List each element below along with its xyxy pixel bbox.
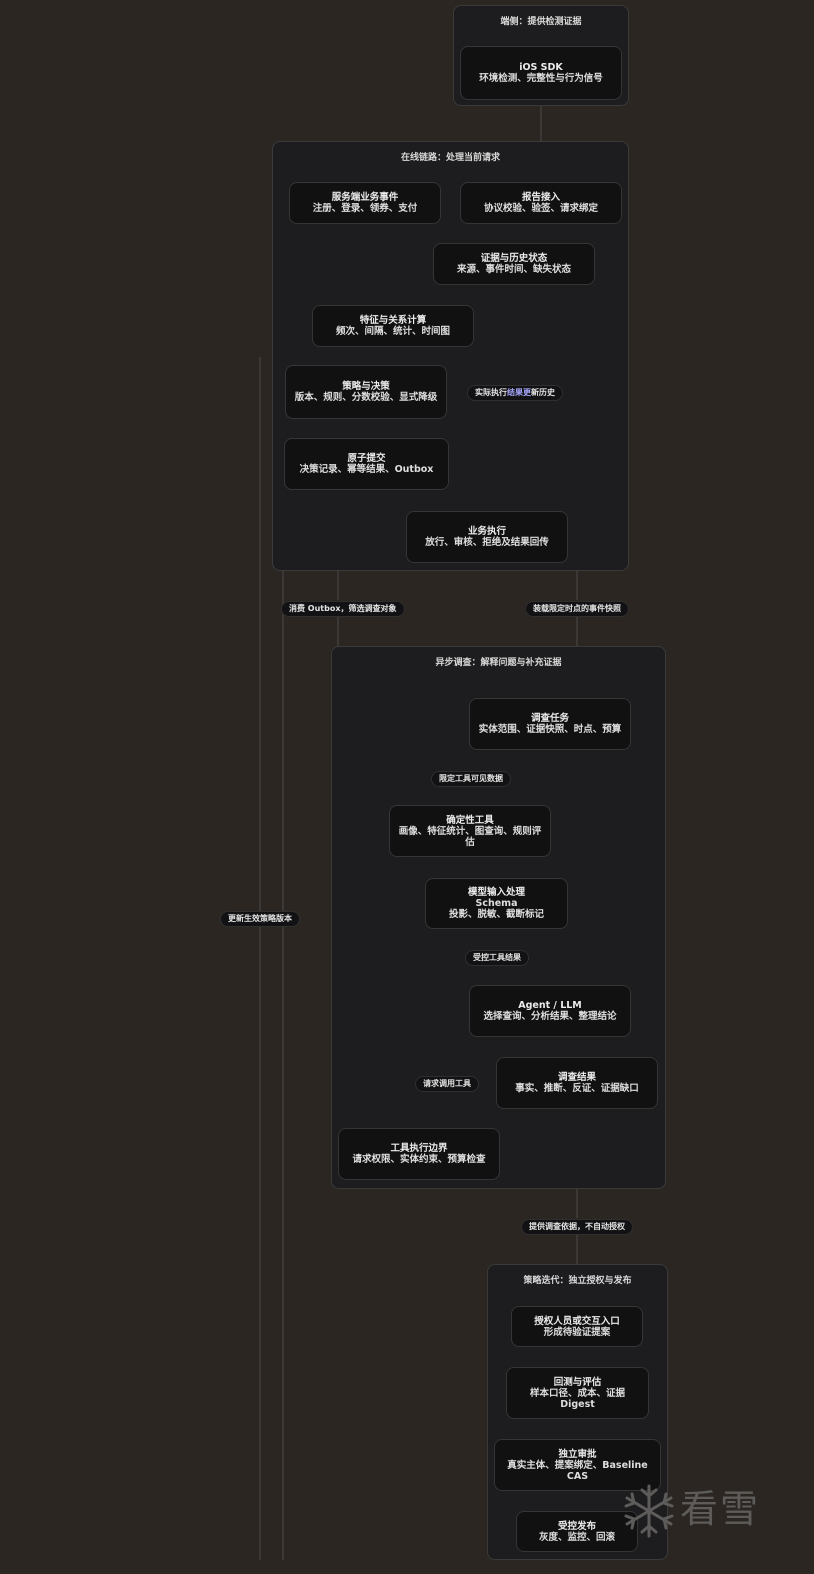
- node-det-tools[interactable]: 确定性工具画像、特征统计、图查询、规则评估: [389, 805, 551, 857]
- node-release[interactable]: 受控发布灰度、监控、回滚: [516, 1511, 638, 1552]
- label-limited-tools: 限定工具可见数据: [431, 771, 511, 787]
- node-report-title: 报告接入: [521, 192, 560, 203]
- node-evidence[interactable]: 证据与历史状态来源、事件时间、缺失状态: [433, 243, 595, 285]
- node-ios-sdk-title: iOS SDK: [519, 62, 563, 73]
- node-tool-boundary[interactable]: 工具执行边界请求权限、实体约束、预算检查: [338, 1128, 500, 1180]
- node-report-sub: 协议校验、验签、请求绑定: [483, 203, 598, 214]
- node-strategy[interactable]: 策略与决策版本、规则、分数校验、显式降级: [285, 365, 447, 419]
- node-det-tools-title: 确定性工具: [446, 814, 494, 826]
- node-authorizer-title: 授权人员或交互入口: [534, 1315, 620, 1327]
- watermark: 看雪: [620, 1480, 790, 1540]
- node-release-sub: 灰度、监控、回滚: [538, 1531, 615, 1543]
- node-result-sub: 事实、推断、反证、证据缺口: [515, 1083, 639, 1094]
- node-authorizer[interactable]: 授权人员或交互入口形成待验证提案: [511, 1306, 643, 1347]
- node-result-title: 调查结果: [557, 1072, 596, 1083]
- label-controlled-result: 受控工具结果: [465, 950, 529, 966]
- node-review[interactable]: 独立审批真实主体、提案绑定、Baseline CAS: [494, 1439, 661, 1491]
- watermark-text: 看雪: [680, 1487, 761, 1531]
- node-release-title: 受控发布: [557, 1520, 596, 1532]
- node-biz-event[interactable]: 服务端业务事件注册、登录、领券、支付: [289, 182, 441, 224]
- node-biz-exec-sub: 放行、审核、拒绝及结果回传: [425, 537, 549, 548]
- node-strategy-sub: 版本、规则、分数校验、显式降级: [294, 392, 438, 403]
- node-feature-title: 特征与关系计算: [359, 315, 427, 326]
- node-biz-exec[interactable]: 业务执行放行、审核、拒绝及结果回传: [406, 511, 568, 563]
- node-task[interactable]: 调查任务实体范围、证据快照、时点、预算: [469, 698, 631, 750]
- snowflake-icon: [624, 1484, 674, 1538]
- label-update-history-mid: 结果更: [507, 388, 531, 397]
- label-consume-outbox: 消费 Outbox，筛选调查对象: [281, 601, 405, 617]
- node-atomic-title: 原子提交: [347, 453, 386, 464]
- node-backtest-sub2: Digest: [560, 1398, 595, 1410]
- cluster-online-title: 在线链路：处理当前请求: [400, 153, 500, 163]
- node-tool-boundary-sub: 请求权限、实体约束、预算检查: [352, 1154, 486, 1165]
- node-strategy-title: 策略与决策: [342, 381, 390, 392]
- node-model-input-title: 模型输入处理: [467, 887, 525, 898]
- node-evidence-sub: 来源、事件时间、缺失状态: [456, 264, 571, 275]
- label-update-history: 实际执行结果更新历史: [467, 385, 563, 401]
- node-result[interactable]: 调查结果事实、推断、反证、证据缺口: [496, 1057, 658, 1109]
- node-authorizer-sub: 形成待验证提案: [543, 1326, 611, 1338]
- node-backtest-sub1: 样本口径、成本、证据: [529, 1387, 625, 1399]
- node-agent-sub: 选择查询、分析结果、整理结论: [483, 1011, 617, 1022]
- label-provide-basis: 提供调查依据，不自动授权: [521, 1219, 633, 1235]
- node-report[interactable]: 报告接入协议校验、验签、请求绑定: [460, 182, 622, 224]
- label-update-history-pre: 实际执行: [475, 388, 507, 397]
- label-request-tool: 请求调用工具: [415, 1076, 479, 1092]
- cluster-policy-title: 策略迭代：独立授权与发布: [523, 1276, 632, 1286]
- cluster-async-title: 异步调查：解释问题与补充证据: [435, 658, 562, 668]
- node-ios-sdk-sub: 环境检测、完整性与行为信号: [479, 73, 603, 84]
- node-agent-title: Agent / LLM: [518, 1000, 582, 1011]
- node-model-input-sub1: Schema: [475, 898, 518, 909]
- label-update-policy: 更新生效策略版本: [220, 911, 300, 927]
- node-biz-event-sub: 注册、登录、领券、支付: [312, 203, 418, 214]
- node-review-sub: 真实主体、提案绑定、Baseline CAS: [507, 1459, 648, 1482]
- node-feature-sub: 频次、间隔、统计、时间图: [335, 326, 450, 337]
- node-model-input-sub2: 投影、脱敏、截断标记: [448, 909, 544, 920]
- node-atomic-sub: 决策记录、幂等结果、Outbox: [299, 464, 434, 475]
- cluster-client-title: 端侧：提供检测证据: [500, 17, 582, 27]
- node-atomic[interactable]: 原子提交决策记录、幂等结果、Outbox: [284, 438, 449, 490]
- node-task-title: 调查任务: [530, 713, 569, 724]
- label-update-history-post: 新历史: [531, 388, 555, 397]
- node-biz-event-title: 服务端业务事件: [331, 192, 399, 203]
- node-backtest-title: 回测与评估: [553, 1376, 602, 1388]
- node-review-title: 独立审批: [558, 1448, 597, 1460]
- node-det-tools-sub: 画像、特征统计、图查询、规则评估: [398, 825, 542, 848]
- node-tool-boundary-title: 工具执行边界: [390, 1143, 448, 1154]
- label-load-snapshot: 装载限定时点的事件快照: [525, 601, 629, 617]
- node-feature[interactable]: 特征与关系计算频次、间隔、统计、时间图: [312, 305, 474, 347]
- node-biz-exec-title: 业务执行: [467, 526, 506, 537]
- node-evidence-title: 证据与历史状态: [480, 253, 548, 264]
- node-task-sub: 实体范围、证据快照、时点、预算: [478, 724, 622, 735]
